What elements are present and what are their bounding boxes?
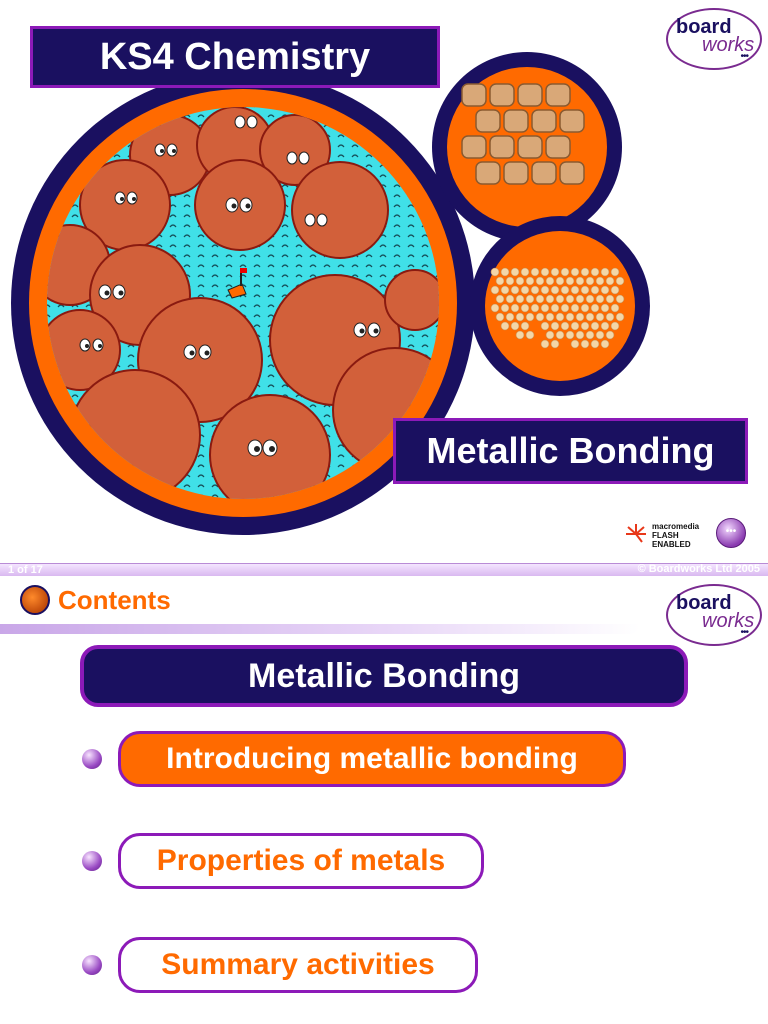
logo-text-board: board	[676, 592, 732, 614]
flash-badge-text: macromedia FLASH ENABLED	[652, 522, 700, 549]
logo-text-board: board	[676, 16, 732, 38]
logo-text-works: works	[702, 610, 755, 632]
bullet-icon	[82, 955, 102, 975]
electron-sea-circle	[11, 71, 475, 535]
metallic-bonding-illustration	[11, 52, 650, 535]
bullet-icon	[82, 851, 102, 871]
menu-item-properties-of-metals[interactable]: Properties of metals	[118, 833, 484, 889]
menu-item-summary-activities[interactable]: Summary activities	[118, 937, 478, 993]
heading-divider	[0, 624, 640, 634]
menu-item-introducing-metallic-bonding[interactable]: Introducing metallic bonding	[118, 731, 626, 787]
flash-icon	[626, 524, 646, 543]
slide-subtitle: Metallic Bonding	[393, 418, 748, 484]
logo-dots: •••	[740, 627, 748, 638]
flash-enabled-badge: macromedia FLASH ENABLED •••	[624, 518, 746, 550]
contents-icon[interactable]	[20, 585, 50, 615]
section-title-banner: Metallic Bonding	[80, 645, 688, 707]
bullet-icon	[82, 749, 102, 769]
boardworks-logo-2: board works •••	[666, 584, 762, 646]
logo-text-works: works	[702, 34, 755, 56]
next-slide-button[interactable]: •••	[716, 518, 746, 548]
metal-lattice-circle	[432, 52, 622, 242]
page-counter: 1 of 17	[8, 564, 43, 576]
copyright-text: © Boardworks Ltd 2005	[637, 563, 760, 575]
slide-footer: 1 of 17 © Boardworks Ltd 2005	[0, 563, 768, 576]
atom-packing-circle	[470, 216, 650, 396]
slide-title-page: KS4 Chemistry Metallic Bonding board wor…	[11, 8, 762, 550]
boardworks-logo: board works •••	[666, 8, 762, 70]
slide-title: KS4 Chemistry	[30, 26, 440, 88]
logo-dots: •••	[740, 51, 748, 62]
contents-title: Contents	[58, 585, 171, 615]
